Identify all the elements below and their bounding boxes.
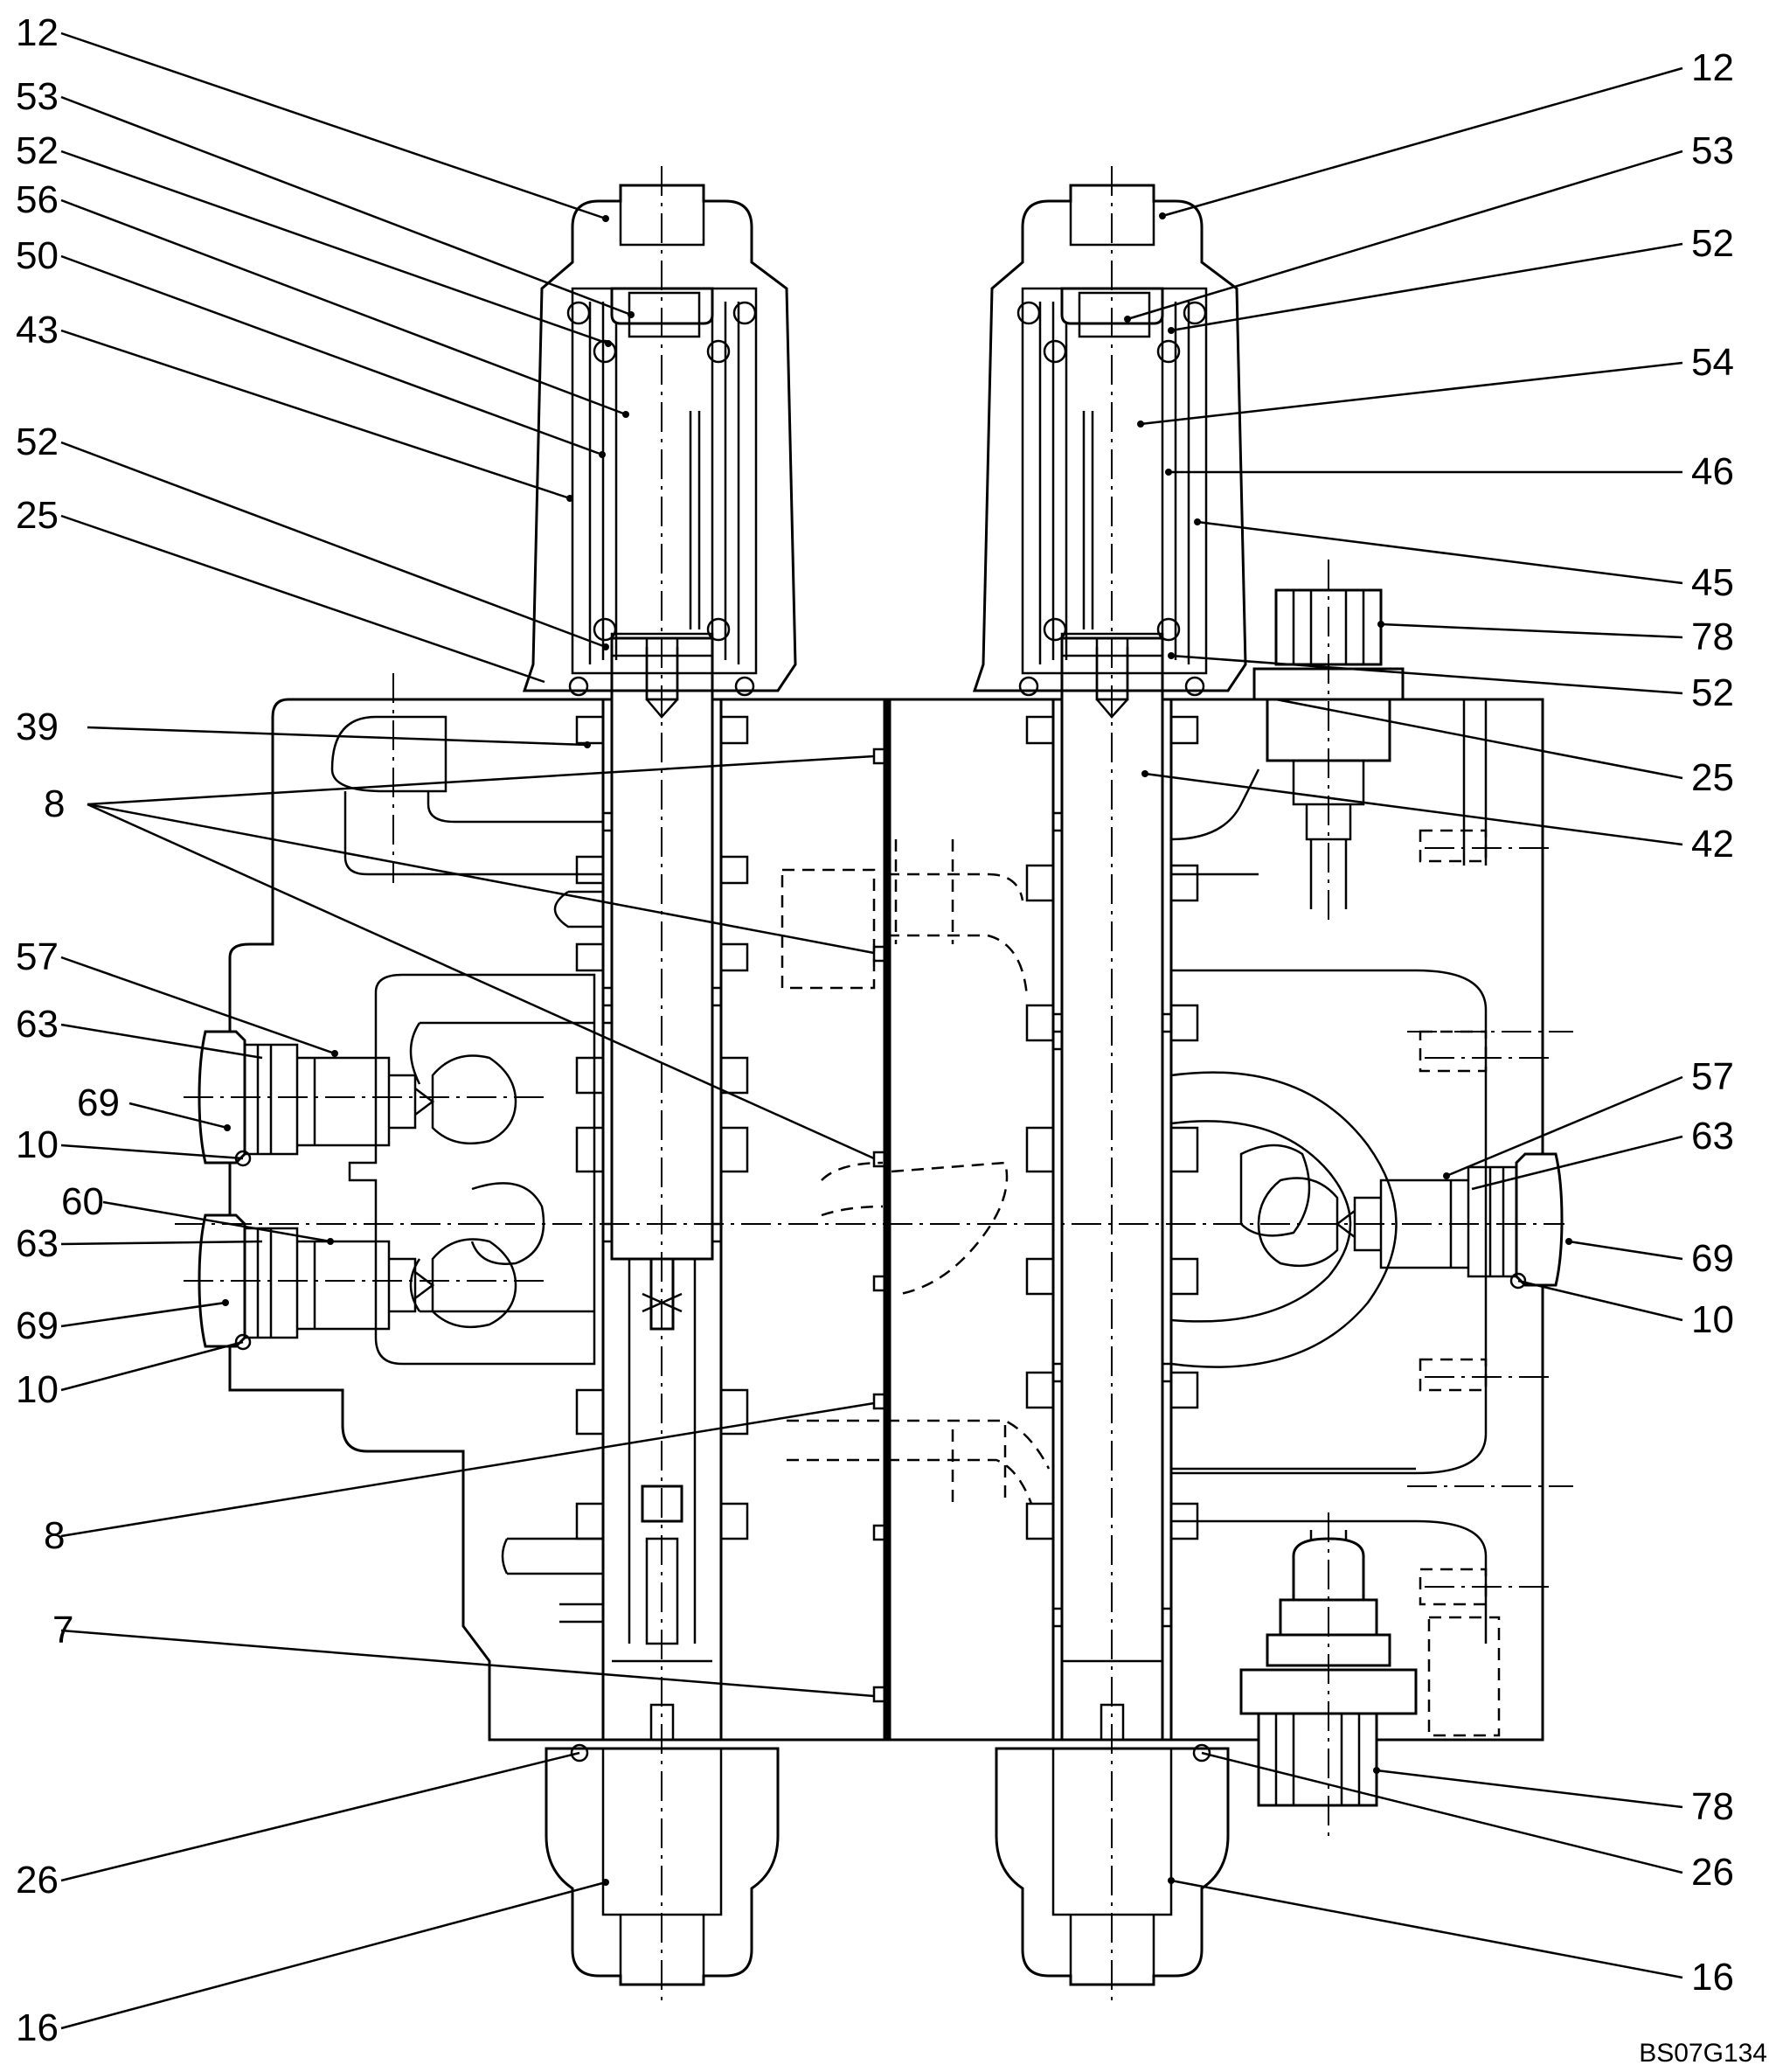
callout-labels-right: 12 53 52 54 46 45 78 52 25 42 57 63 69 1… bbox=[1691, 46, 1734, 1999]
callout-39-left: 39 bbox=[16, 706, 59, 748]
callout-52-right-upper: 52 bbox=[1691, 222, 1734, 265]
callout-45-right: 45 bbox=[1691, 561, 1734, 604]
callout-53-right: 53 bbox=[1691, 129, 1734, 172]
leader-lines-right bbox=[1127, 66, 1683, 1979]
callout-10-left-lower: 10 bbox=[16, 1368, 59, 1411]
callout-56-left: 56 bbox=[16, 178, 59, 221]
callout-8-left-lower: 8 bbox=[44, 1514, 65, 1557]
hidden-passages bbox=[780, 829, 1501, 1737]
callout-69-left-upper: 69 bbox=[77, 1081, 120, 1124]
callout-52-right-lower: 52 bbox=[1691, 671, 1734, 714]
callout-69-right: 69 bbox=[1691, 1237, 1734, 1280]
callout-12-right: 12 bbox=[1691, 46, 1734, 89]
callout-52-left-lower: 52 bbox=[16, 421, 59, 463]
callout-10-right: 10 bbox=[1691, 1298, 1734, 1341]
callout-63-left-upper: 63 bbox=[16, 1003, 59, 1046]
callout-60-left: 60 bbox=[61, 1180, 104, 1223]
callout-7-left: 7 bbox=[52, 1609, 73, 1651]
callout-43-left: 43 bbox=[16, 309, 59, 351]
callout-69-left-lower: 69 bbox=[16, 1304, 59, 1347]
callout-50-left: 50 bbox=[16, 234, 59, 277]
centerlines bbox=[175, 166, 1573, 2002]
right-spool bbox=[1060, 636, 1164, 1742]
callout-57-right: 57 bbox=[1691, 1055, 1734, 1098]
callout-26-left: 26 bbox=[16, 1859, 59, 1902]
callout-26-right: 26 bbox=[1691, 1851, 1734, 1894]
drawing-code: BS07G134 bbox=[1639, 2039, 1767, 2068]
valve-body-right-section bbox=[885, 698, 1544, 1742]
right-spool-bore bbox=[1025, 699, 1199, 1740]
callout-8-left-upper: 8 bbox=[44, 782, 65, 825]
callout-12-left: 12 bbox=[16, 11, 59, 54]
callout-52-left-upper: 52 bbox=[16, 129, 59, 172]
callout-25-right: 25 bbox=[1691, 756, 1734, 799]
callout-54-right: 54 bbox=[1691, 341, 1734, 384]
right-top-spring-cap bbox=[972, 184, 1247, 701]
callout-46-right: 46 bbox=[1691, 450, 1734, 493]
leader-lines-left bbox=[60, 31, 875, 2030]
right-plug-assembly bbox=[1257, 1152, 1564, 1290]
callout-labels-left: 12 53 52 56 50 43 52 25 39 8 57 63 69 10… bbox=[16, 11, 120, 2049]
left-top-spring-cap bbox=[522, 184, 797, 701]
left-spool-bore bbox=[575, 699, 749, 1740]
callout-78-right-upper: 78 bbox=[1691, 615, 1734, 658]
callout-63-right: 63 bbox=[1691, 1115, 1734, 1158]
callout-16-left: 16 bbox=[16, 2006, 59, 2049]
callout-78-right-lower: 78 bbox=[1691, 1785, 1734, 1828]
callout-25-left: 25 bbox=[16, 494, 59, 537]
leader-endpoint-dots bbox=[222, 212, 1572, 1886]
section-division bbox=[883, 699, 891, 1740]
right-bottom-cap bbox=[995, 1743, 1230, 1986]
o-ring-seals bbox=[872, 747, 888, 1703]
callout-57-left: 57 bbox=[16, 935, 59, 978]
left-lower-plug-assembly bbox=[198, 1213, 517, 1351]
callout-53-left: 53 bbox=[16, 75, 59, 118]
callout-10-left-upper: 10 bbox=[16, 1123, 59, 1166]
left-upper-plug-assembly bbox=[198, 1030, 517, 1167]
callout-42-right: 42 bbox=[1691, 823, 1734, 866]
callout-63-left-lower: 63 bbox=[16, 1222, 59, 1265]
valve-body-left-section bbox=[228, 698, 889, 1742]
callout-16-right: 16 bbox=[1691, 1956, 1734, 1999]
